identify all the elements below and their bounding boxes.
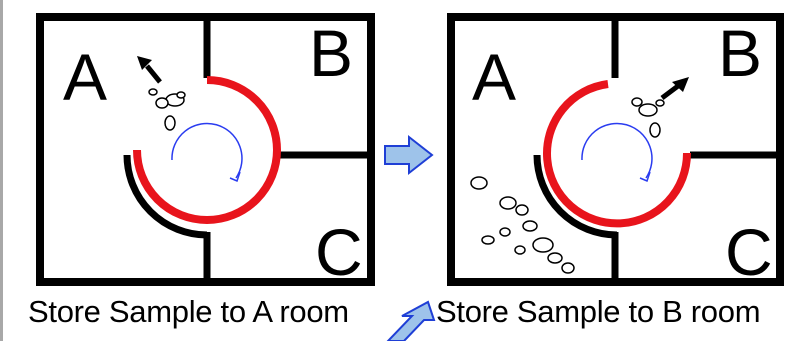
sample-particles [148, 88, 186, 131]
stator-arc [123, 154, 208, 239]
stored-sample-pile [470, 176, 575, 274]
rotor-ring [543, 80, 692, 228]
rotation-arrowhead [229, 171, 241, 183]
caption-store-to-b: Store Sample to B room [436, 294, 761, 329]
sample-particles [631, 97, 665, 138]
room-label-b: B [309, 16, 353, 90]
rotation-arrowhead [639, 171, 651, 183]
clockwise-rotation-icon [171, 122, 243, 179]
panel-store-to-b: A B C [447, 13, 784, 289]
room-label-b: B [718, 16, 762, 90]
sample-direction-arrow-icon [660, 77, 689, 100]
room-label-c: C [725, 215, 773, 289]
left-edge-divider [0, 0, 3, 341]
clockwise-rotation-icon [581, 122, 653, 179]
sample-direction-arrow-icon [137, 56, 162, 84]
panel-store-to-a: A B C [36, 13, 375, 289]
down-left-arrow-icon [386, 300, 436, 341]
rotor-ring [133, 76, 281, 224]
stator-arc [533, 154, 618, 239]
right-arrow-icon [384, 134, 434, 176]
caption-store-to-a: Store Sample to A room [28, 294, 349, 329]
room-label-a: A [472, 40, 516, 114]
room-label-c: C [315, 215, 363, 289]
room-label-a: A [63, 40, 107, 114]
